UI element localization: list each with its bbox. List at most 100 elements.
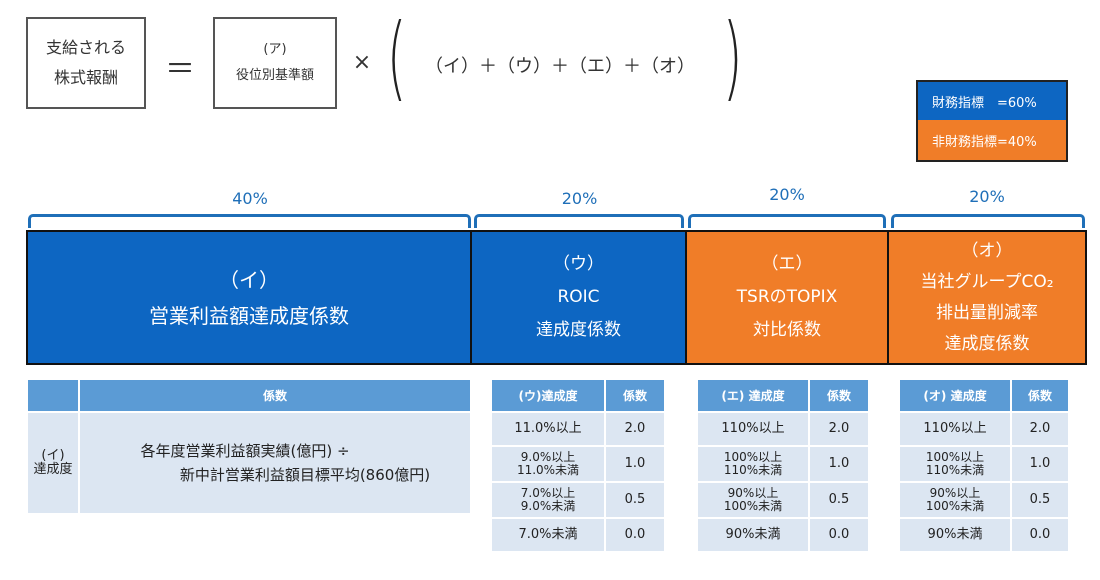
panel-o-line1: （オ） [961, 240, 1013, 261]
table-u-range-2: 9.0%以上 11.0%未満 [492, 447, 604, 481]
table-row: 7.0%未満 0.0 [492, 519, 664, 551]
table-o-coef-1: 2.0 [1012, 413, 1068, 445]
panel-i-line1: （イ） [219, 267, 279, 292]
table-e-range-4: 90%未満 [698, 519, 808, 551]
table-o-range-3: 90%以上 100%未満 [900, 483, 1010, 517]
table-e-range-3: 90%以上 100%未満 [698, 483, 808, 517]
sum-expression: （イ）＋（ウ）＋（エ）＋（オ） [425, 56, 695, 77]
segment-u-weight: 20% [561, 189, 598, 208]
panel-e-line2: TSRのTOPIX [736, 287, 838, 307]
open-paren: ( [386, 4, 407, 111]
table-e-coef-2: 1.0 [810, 447, 868, 481]
table-e-coef-4: 0.0 [810, 519, 868, 551]
table-o-range-2-line1: 100%以上 [925, 450, 985, 465]
panel-o-line2: 当社グループCO₂ [920, 271, 1054, 292]
panel-e-line1: （エ） [761, 254, 813, 274]
table-row: 90%以上 100%未満 0.5 [698, 483, 868, 517]
table-u-range-3-line2: 9.0%未満 [520, 499, 576, 513]
table-e-range-2-line1: 100%以上 [723, 450, 783, 465]
table-row: 90%未満 0.0 [698, 519, 868, 551]
table-o-range-3-line2: 100%未満 [925, 499, 985, 513]
panel-i-line2: 営業利益額達成度係数 [149, 303, 349, 328]
table-u-range-3: 7.0%以上 9.0%未満 [492, 483, 604, 517]
table-row: 110%以上 2.0 [698, 413, 868, 445]
table-e-coefficient: (エ) 達成度 係数 110%以上 2.0 100%以上 110%未満 1.0 … [696, 378, 870, 553]
payout-box: 支給される 株式報酬 [26, 17, 146, 109]
table-u-coefficient: (ウ)達成度 係数 11.0%以上 2.0 9.0%以上 11.0%未満 1.0… [490, 378, 666, 553]
table-row: 9.0%以上 11.0%未満 1.0 [492, 447, 664, 481]
segment-u-brace [474, 214, 684, 228]
table-u-range-2-line1: 9.0%以上 [520, 450, 576, 465]
table-o-range-1-line1: 110%以上 [923, 421, 987, 437]
panel-e-line3: 対比係数 [753, 320, 821, 340]
table-o-range-1: 110%以上 [900, 413, 1010, 445]
table-u-range-4: 7.0%未満 [492, 519, 604, 551]
base-amount-label-line2: 役位別基準額 [235, 68, 314, 83]
panel-o-line3: 排出量削減率 [936, 302, 1038, 323]
table-row: 100%以上 110%未満 1.0 [900, 447, 1068, 481]
legend-financial: 財務指標 =60% [916, 80, 1068, 122]
table-e-range-4-line1: 90%未満 [725, 527, 781, 543]
table-e-range-2: 100%以上 110%未満 [698, 447, 808, 481]
table-u-range-1-line1: 11.0%以上 [514, 421, 582, 437]
legend-non-financial: 非財務指標=40% [916, 120, 1068, 162]
panel-u-line3: 達成度係数 [536, 320, 621, 340]
table-row: 90%以上 100%未満 0.5 [900, 483, 1068, 517]
equals-sign: ＝ [165, 52, 195, 87]
table-e-coef-1: 2.0 [810, 413, 868, 445]
panel-u-line1: （ウ） [553, 254, 604, 274]
table-u-coef-1: 2.0 [606, 413, 664, 445]
table-u-range-2-line2: 11.0%未満 [516, 463, 580, 477]
table-row: 110%以上 2.0 [900, 413, 1068, 445]
table-i-coefficient: 係数 (イ) 達成度 各年度営業利益額実績(億円) ÷ 新中計営業利益額目標平均… [26, 378, 472, 515]
table-o-range-4-line1: 90%未満 [927, 527, 983, 543]
close-paren: ) [722, 4, 743, 111]
segment-e-brace [688, 214, 886, 228]
table-e-header-range: (エ) 達成度 [698, 380, 808, 411]
table-e-range-3-line1: 90%以上 [727, 486, 779, 501]
table-o-range-2-line2: 110%未満 [925, 463, 985, 477]
payout-label-line1: 支給される [45, 38, 126, 57]
table-i-row-label: (イ) 達成度 [28, 413, 78, 513]
legend-non-financial-label: 非財務指標=40% [932, 134, 1037, 150]
segment-o-brace [891, 214, 1085, 228]
table-i-header-blank [28, 380, 78, 411]
table-row: 100%以上 110%未満 1.0 [698, 447, 868, 481]
segment-e-weight: 20% [769, 185, 805, 204]
table-i-row-label-line1: (イ) [41, 448, 65, 464]
table-i-formula-line2: 新中計営業利益額目標平均(860億円) [179, 466, 431, 484]
payout-label-line2: 株式報酬 [53, 68, 118, 87]
table-u-coef-3: 0.5 [606, 483, 664, 517]
table-o-coef-2: 1.0 [1012, 447, 1068, 481]
table-o-header-coef: 係数 [1012, 380, 1068, 411]
panel-o-co2: （オ） 当社グループCO₂ 排出量削減率 達成度係数 [887, 230, 1087, 365]
segment-o-weight: 20% [969, 187, 1005, 206]
table-row: 7.0%以上 9.0%未満 0.5 [492, 483, 664, 517]
table-o-range-3-line1: 90%以上 [929, 486, 981, 501]
table-e-coef-3: 0.5 [810, 483, 868, 517]
times-sign: × [352, 50, 372, 75]
table-e-header-coef: 係数 [810, 380, 868, 411]
table-o-header-range: (オ) 達成度 [900, 380, 1010, 411]
table-e-range-1-line1: 110%以上 [721, 421, 785, 437]
table-u-coef-2: 1.0 [606, 447, 664, 481]
table-e-range-1: 110%以上 [698, 413, 808, 445]
table-o-range-2: 100%以上 110%未満 [900, 447, 1010, 481]
table-e-range-2-line2: 110%未満 [723, 463, 783, 477]
panel-u-roic: （ウ） ROIC 達成度係数 [470, 230, 687, 365]
panel-e-tsr: （エ） TSRのTOPIX 対比係数 [685, 230, 889, 365]
table-i-header-coef: 係数 [80, 380, 470, 411]
table-o-coef-4: 0.0 [1012, 519, 1068, 551]
table-row: 11.0%以上 2.0 [492, 413, 664, 445]
table-o-coefficient: (オ) 達成度 係数 110%以上 2.0 100%以上 110%未満 1.0 … [898, 378, 1070, 553]
table-i-row-label-line2: 達成度 [33, 462, 73, 477]
panel-u-line2: ROIC [557, 287, 600, 307]
panel-i-operating-profit: （イ） 営業利益額達成度係数 [26, 230, 472, 365]
panel-o-line4: 達成度係数 [944, 333, 1030, 354]
table-o-range-4: 90%未満 [900, 519, 1010, 551]
table-u-range-3-line1: 7.0%以上 [520, 486, 576, 501]
segment-i-brace [28, 214, 471, 228]
base-amount-box: (ア) 役位別基準額 [213, 17, 337, 109]
table-i-formula-line1: 各年度営業利益額実績(億円) ÷ [140, 442, 350, 460]
segment-i-weight: 40% [232, 189, 268, 208]
